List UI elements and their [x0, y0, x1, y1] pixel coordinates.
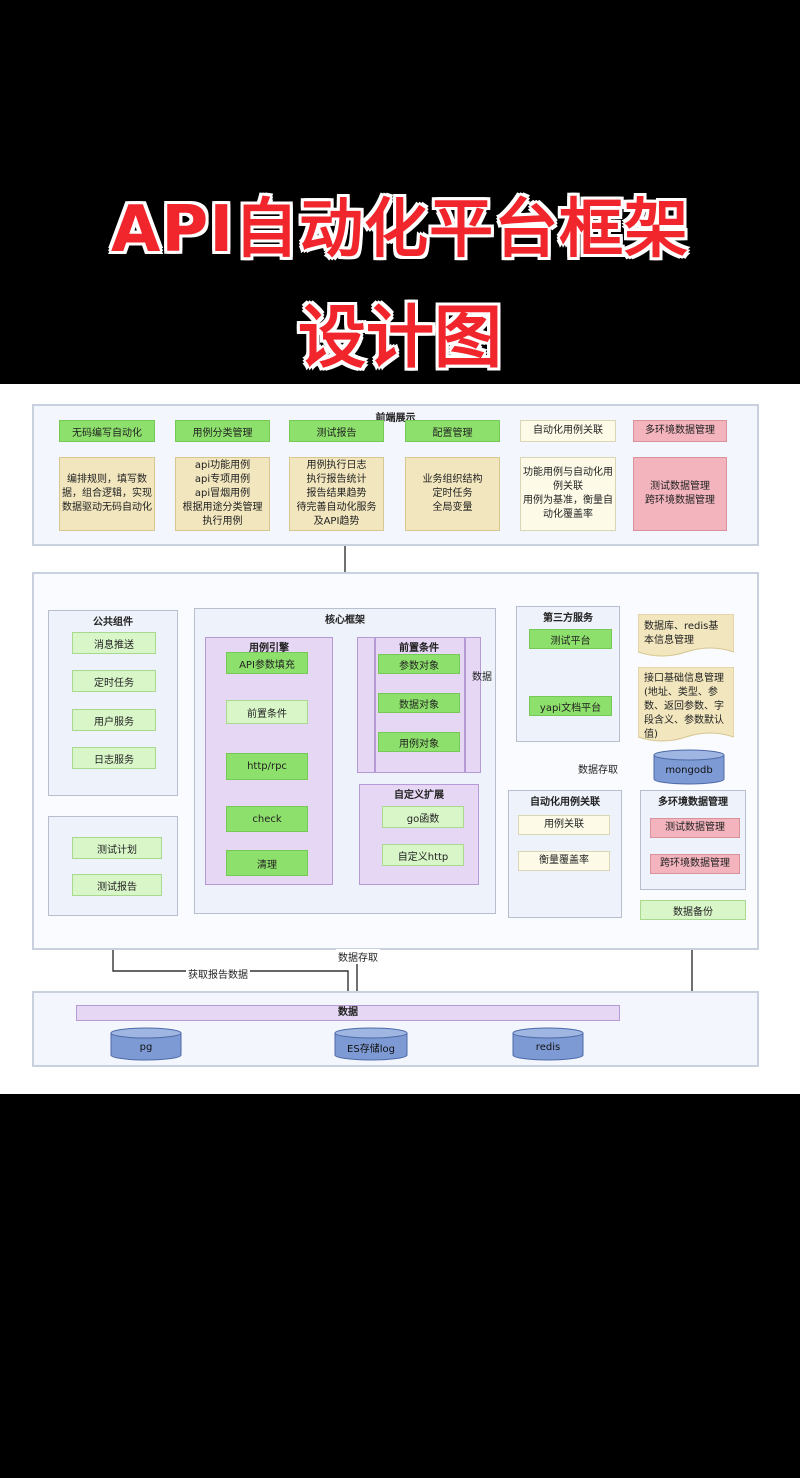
frontend-header-0: 无码编写自动化 [59, 420, 155, 442]
third-item-0: 测试平台 [529, 629, 612, 649]
multienv-panel: 多环境数据管理 [640, 790, 746, 890]
ext-title: 自定义扩展 [394, 790, 444, 801]
data-label: 数据 [472, 672, 492, 683]
doc-shape-1 [638, 667, 734, 742]
frontend-desc-1: api功能用例 api专项用例 api冒烟用例 根据用途分类管理执行用例 [175, 457, 270, 531]
report-data-label: 获取报告数据 [186, 966, 250, 981]
assoc-item-0: 用例关联 [518, 815, 610, 835]
engine-step-1: 前置条件 [226, 700, 308, 724]
custom-extension-panel: 自定义扩展 [359, 784, 479, 885]
multienv-item-0: 测试数据管理 [650, 818, 740, 838]
data-backup: 数据备份 [640, 900, 746, 920]
plan-item-0: 测试计划 [72, 837, 162, 859]
redis-cylinder [512, 1027, 584, 1061]
engine-step-2: http/rpc [226, 753, 308, 780]
frontend-header-1: 用例分类管理 [175, 420, 270, 442]
frontend-desc-0: 编排规则，填写数据，组合逻辑，实现数据驱动无码自动化 [59, 457, 155, 531]
third-store-label: 数据存取 [578, 765, 618, 776]
engine-step-4: 清理 [226, 850, 308, 876]
ext-item-1: 自定义http [382, 844, 464, 866]
mongodb-cylinder [653, 749, 725, 785]
frontend-desc-4: 功能用例与自动化用例关联 用例为基准，衡量自动化覆盖率 [520, 457, 616, 531]
test-plan-panel [48, 816, 178, 916]
doc-shape-0 [638, 614, 734, 657]
main-title: API自动化平台框架 [110, 193, 690, 267]
pre-item-2: 用例对象 [378, 732, 460, 752]
es-label: ES存储log [347, 1043, 395, 1055]
bottom-store-label: 数据存取 [336, 949, 380, 964]
third-title: 第三方服务 [543, 613, 593, 624]
pre-item-1: 数据对象 [378, 693, 460, 713]
pre-divider-left [374, 637, 376, 773]
third-doc-1: 接口基础信息管理(地址、类型、参数、返回参数、字段含义、参数默认值) [644, 673, 724, 740]
common-title: 公共组件 [93, 617, 133, 628]
assoc-title: 自动化用例关联 [530, 797, 600, 808]
third-doc-0: 数据库、redis基本信息管理 [644, 621, 719, 646]
pg-label: pg [139, 1041, 153, 1053]
redis-label: redis [535, 1041, 561, 1053]
frontend-desc-3: 业务组织结构 定时任务 全局变量 [405, 457, 500, 531]
frontend-header-3: 配置管理 [405, 420, 500, 442]
engine-step-3: check [226, 806, 308, 832]
ext-item-0: go函数 [382, 806, 464, 828]
multienv-title: 多环境数据管理 [658, 797, 728, 808]
pg-cylinder [110, 1027, 182, 1061]
mongodb-label: mongodb [665, 764, 713, 776]
frontend-title: 前端展示 [375, 413, 416, 424]
common-item-1: 定时任务 [72, 670, 156, 692]
common-item-0: 消息推送 [72, 632, 156, 654]
engine-step-0: API参数填充 [226, 652, 308, 674]
architecture-diagram: 前端展示 无码编写自动化 用例分类管理 测试报告 配置管理 自动化用例关联 多环… [0, 384, 800, 1094]
pre-title: 前置条件 [399, 643, 439, 654]
common-item-3: 日志服务 [72, 747, 156, 769]
core-title: 核心框架 [325, 615, 365, 626]
frontend-header-4: 自动化用例关联 [520, 420, 616, 442]
assoc-item-1: 衡量覆盖率 [518, 851, 610, 871]
frontend-header-2: 测试报告 [289, 420, 384, 442]
plan-item-1: 测试报告 [72, 874, 162, 896]
third-item-1: yapi文档平台 [529, 696, 612, 716]
multienv-item-1: 跨环境数据管理 [650, 854, 740, 874]
third-party-panel: 第三方服务 [516, 606, 620, 742]
common-item-2: 用户服务 [72, 709, 156, 731]
es-cylinder [334, 1027, 408, 1061]
frontend-header-5: 多环境数据管理 [633, 420, 727, 442]
frontend-desc-2: 用例执行日志 执行报告统计 报告结果趋势 待完善自动化服务及API趋势 [289, 457, 384, 531]
frontend-desc-5: 测试数据管理 跨环境数据管理 [633, 457, 727, 531]
pre-divider-right [464, 637, 466, 773]
sub-title: 设计图 [297, 299, 502, 378]
engine-title: 用例引擎 [249, 643, 289, 654]
data-bar: 数据 [76, 1005, 620, 1021]
pre-item-0: 参数对象 [378, 654, 460, 674]
